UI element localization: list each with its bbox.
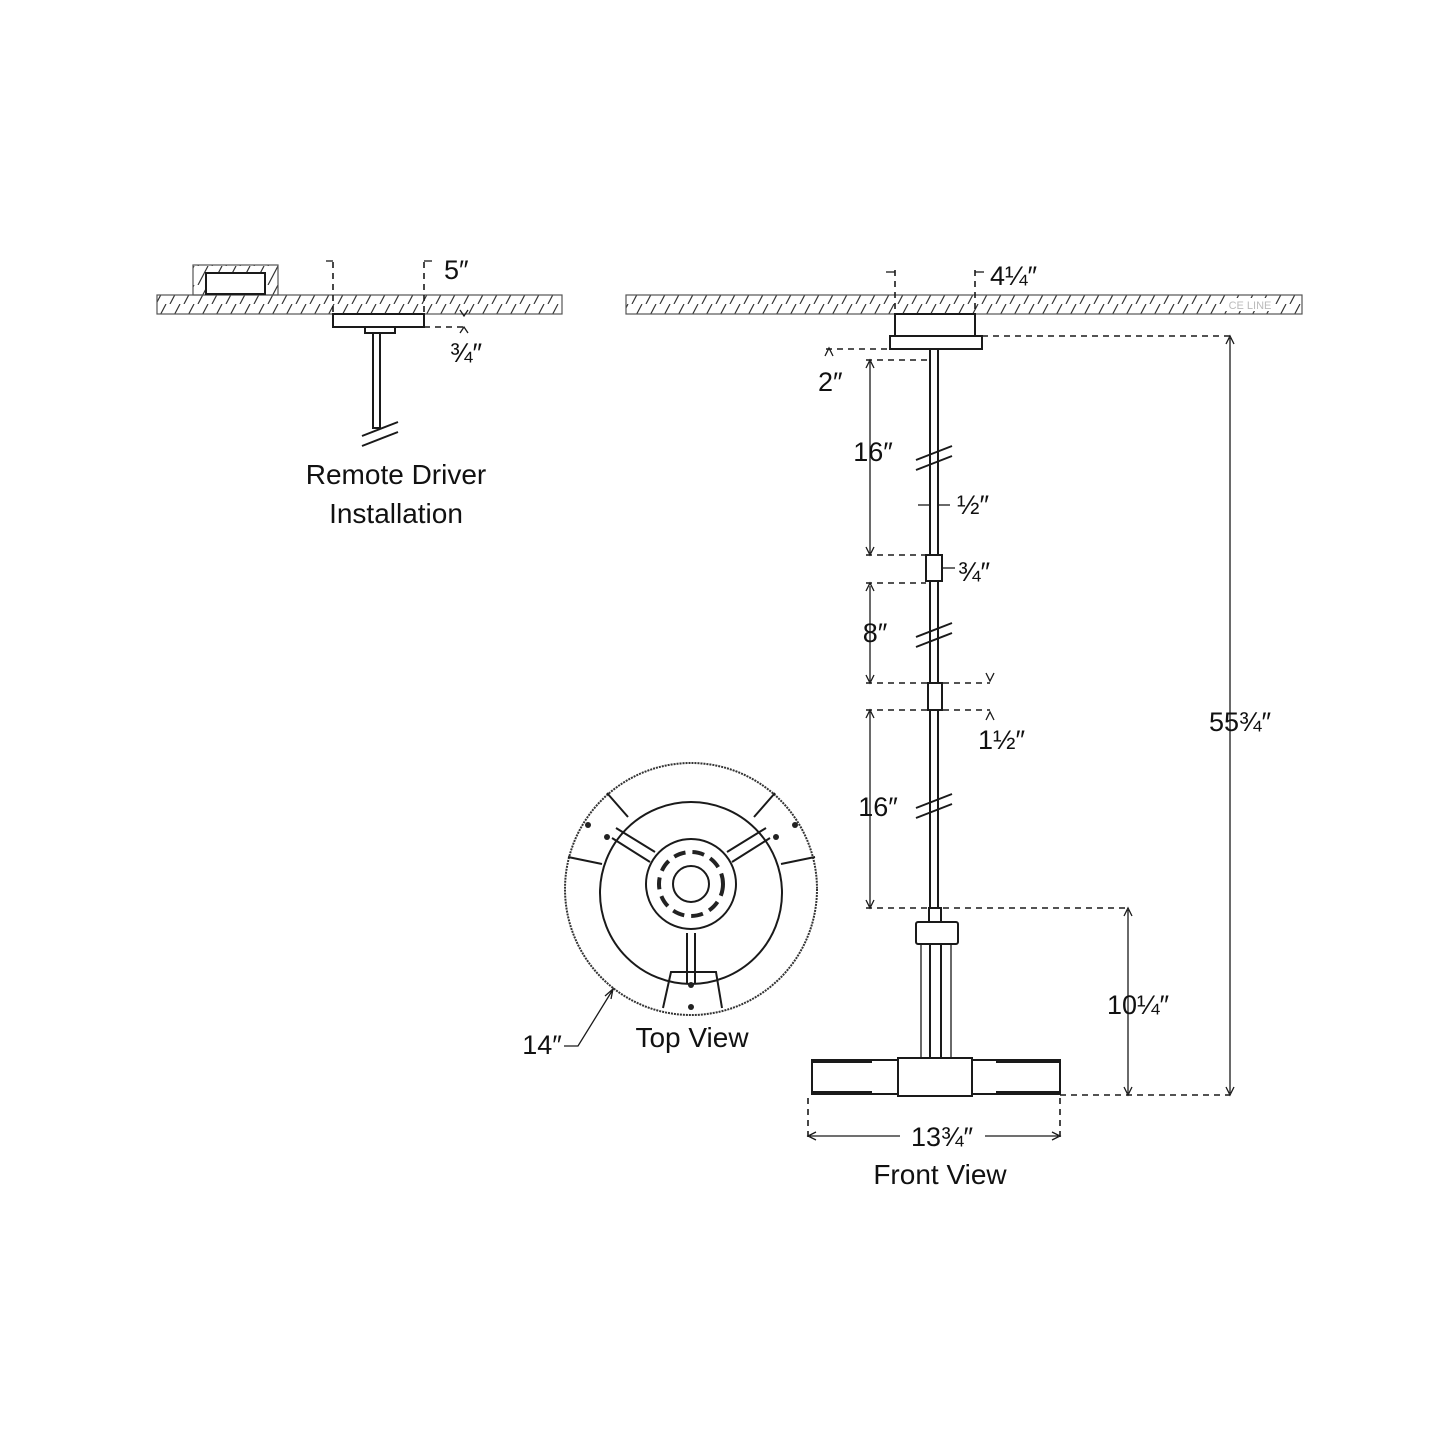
- dim-driver-depth: ¾″: [450, 338, 483, 368]
- front-view-label: Front View: [873, 1159, 1007, 1190]
- body-center: [897, 1057, 973, 1097]
- spokes: [611, 827, 771, 984]
- dim-rod-3: 16″: [858, 792, 898, 822]
- top-view: 14″ Top View: [522, 762, 818, 1060]
- dim-rod-1: 16″: [853, 437, 893, 467]
- dim-rod-2: 8″: [863, 618, 888, 648]
- driver-box: [205, 272, 266, 295]
- dim-driver-width: 5″: [444, 255, 469, 285]
- top-view-label: Top View: [635, 1022, 749, 1053]
- arm-left: [811, 1059, 899, 1095]
- ceiling-left: [156, 294, 563, 315]
- body-collar: [915, 921, 959, 945]
- screws: [585, 822, 798, 1010]
- dim-width: 13¾″: [911, 1122, 974, 1152]
- canopy: [894, 313, 976, 337]
- remote-driver-label-1: Remote Driver: [306, 459, 486, 490]
- dim-body-height: 10¼″: [1107, 990, 1170, 1020]
- arm-pads: [567, 792, 816, 1009]
- break-mark-icon: [361, 421, 399, 447]
- remote-driver-label-2: Installation: [329, 498, 463, 529]
- dimension-lines: [806, 334, 1235, 1141]
- rod: [372, 332, 381, 429]
- canopy-recessed: [332, 313, 425, 328]
- dim-coupler-1: ¾″: [958, 557, 991, 587]
- remote-driver-installation: 5″ ¾″ Remote Driver Installation: [156, 255, 563, 529]
- dim-canopy-width: 4¼″: [990, 261, 1038, 291]
- dim-coupler-2: 1½″: [978, 725, 1026, 755]
- coupler-1: [925, 554, 943, 582]
- break-mark-icon: [915, 445, 953, 819]
- coupler-2: [927, 682, 943, 711]
- ceiling-watermark: CE LINE: [1229, 300, 1272, 312]
- body-stems: [920, 944, 952, 1060]
- front-view: CE LINE: [625, 261, 1303, 1190]
- dim-canopy-height: 2″: [818, 367, 843, 397]
- canopy-plate: [889, 335, 983, 350]
- dim-rod-diameter: ½″: [957, 490, 990, 520]
- arm-right: [971, 1059, 1061, 1095]
- dim-overall-height: 55¾″: [1209, 707, 1272, 737]
- leader-arrow: [564, 987, 615, 1047]
- dim-diameter: 14″: [522, 1030, 562, 1060]
- ceiling-right: [625, 294, 1303, 315]
